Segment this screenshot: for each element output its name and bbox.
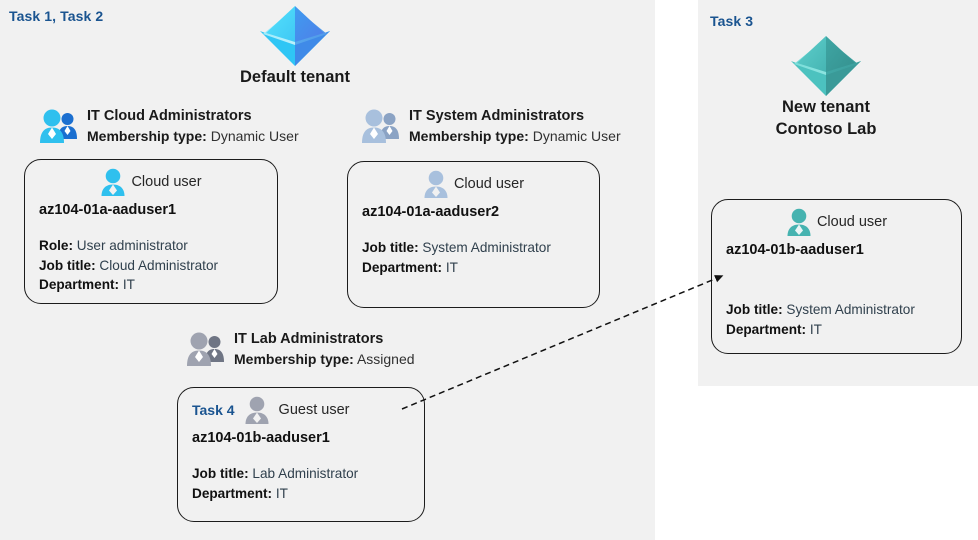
attr-job-title: Job title: System Administrator xyxy=(362,238,599,258)
attr-value: System Administrator xyxy=(786,302,915,317)
attr-value: Lab Administrator xyxy=(252,466,359,481)
cloud-user-icon xyxy=(787,208,811,236)
attr-value: IT xyxy=(809,321,822,337)
attr-value: System Administrator xyxy=(422,240,551,255)
attr-value: IT xyxy=(275,485,288,501)
group-users-icon xyxy=(187,332,224,366)
attr-value: Cloud Administrator xyxy=(99,257,219,273)
new-tenant-block: New tenant Contoso Lab xyxy=(756,34,896,140)
task-label-1-2: Task 1, Task 2 xyxy=(9,8,104,24)
attr-value: IT xyxy=(122,277,135,292)
attr-role: Role: User administrator xyxy=(39,236,277,256)
username: az104-01b-aaduser1 xyxy=(192,430,330,446)
attr-department: Department: IT xyxy=(192,484,424,504)
user-type-label: Guest user xyxy=(278,402,350,418)
task-label-4: Task 4 xyxy=(192,402,235,418)
new-tenant-name-line2: Contoso Lab xyxy=(775,120,877,138)
attr-label: Job title: xyxy=(39,257,96,273)
group-it-lab-administrators: IT Lab Administrators Membership type: A… xyxy=(185,330,415,369)
attr-department: Department: IT xyxy=(362,258,599,278)
attr-label: Department: xyxy=(39,277,120,292)
user-card-az104-01a-aaduser1[interactable]: Cloud user az104-01a-aaduser1 Role: User… xyxy=(24,159,278,304)
attr-value: User administrator xyxy=(76,238,188,253)
user-type-label: Cloud user xyxy=(816,214,888,230)
membership-type-label: Membership type: xyxy=(409,128,529,144)
attr-label: Job title: xyxy=(362,240,419,255)
group-it-cloud-administrators: IT Cloud Administrators Membership type:… xyxy=(38,107,299,146)
new-tenant-name-line1: New tenant xyxy=(781,98,870,116)
group-title: IT Cloud Administrators xyxy=(87,108,252,124)
username: az104-01b-aaduser1 xyxy=(726,242,864,258)
card-header: Cloud user xyxy=(712,207,961,237)
attr-label: Role: xyxy=(39,238,73,253)
azure-tenant-icon xyxy=(791,36,861,96)
cloud-user-icon xyxy=(424,170,448,198)
card-header: Cloud user xyxy=(348,169,599,199)
default-tenant-block: Default tenant xyxy=(230,4,360,88)
card-header: Cloud user xyxy=(25,167,277,197)
card-attributes: Job title: Lab Administrator Department:… xyxy=(178,464,424,503)
attr-job-title: Job title: Cloud Administrator xyxy=(39,256,277,276)
group-users-icon xyxy=(40,109,77,143)
task-label-3: Task 3 xyxy=(710,13,754,29)
user-type-label: Cloud user xyxy=(131,174,202,190)
azure-tenant-icon xyxy=(260,6,330,66)
guest-user-icon xyxy=(245,396,269,424)
card-header: Task 4 Guest user xyxy=(178,395,424,425)
attr-label: Department: xyxy=(726,321,807,337)
group-title: IT System Administrators xyxy=(409,108,585,124)
membership-type-value: Dynamic User xyxy=(532,128,621,144)
group-membership-type: Membership type: Dynamic User xyxy=(409,126,621,146)
membership-type-label: Membership type: xyxy=(234,351,354,367)
cloud-user-icon xyxy=(101,168,125,196)
membership-type-value: Assigned xyxy=(356,351,415,367)
card-attributes: Job title: System Administrator Departme… xyxy=(712,300,961,339)
group-membership-type: Membership type: Assigned xyxy=(234,349,415,369)
attr-value: IT xyxy=(445,259,458,275)
default-tenant-name: Default tenant xyxy=(239,68,350,86)
username: az104-01a-aaduser1 xyxy=(39,202,177,218)
group-membership-type: Membership type: Dynamic User xyxy=(87,126,299,146)
group-users-icon xyxy=(362,109,399,143)
attr-job-title: Job title: Lab Administrator xyxy=(192,464,424,484)
attr-job-title: Job title: System Administrator xyxy=(726,300,961,320)
card-attributes: Job title: System Administrator Departme… xyxy=(348,238,599,277)
membership-type-value: Dynamic User xyxy=(210,128,299,144)
attr-department: Department: IT xyxy=(39,275,277,295)
membership-type-label: Membership type: xyxy=(87,128,207,144)
attr-label: Department: xyxy=(362,259,443,275)
attr-department: Department: IT xyxy=(726,320,961,340)
group-it-system-administrators: IT System Administrators Membership type… xyxy=(360,107,621,146)
attr-label: Department: xyxy=(192,485,273,501)
attr-label: Job title: xyxy=(192,466,249,481)
username: az104-01a-aaduser2 xyxy=(362,204,500,220)
user-card-az104-01b-aaduser1-cloud[interactable]: Cloud user az104-01b-aaduser1 Job title:… xyxy=(711,199,962,354)
user-type-label: Cloud user xyxy=(453,176,525,192)
user-card-az104-01a-aaduser2[interactable]: Cloud user az104-01a-aaduser2 Job title:… xyxy=(347,161,600,308)
group-title: IT Lab Administrators xyxy=(234,331,384,347)
card-attributes: Role: User administrator Job title: Clou… xyxy=(25,236,277,295)
attr-label: Job title: xyxy=(726,302,783,317)
user-card-az104-01b-aaduser1-guest[interactable]: Task 4 Guest user az104-01b-aaduser1 Job… xyxy=(177,387,425,522)
